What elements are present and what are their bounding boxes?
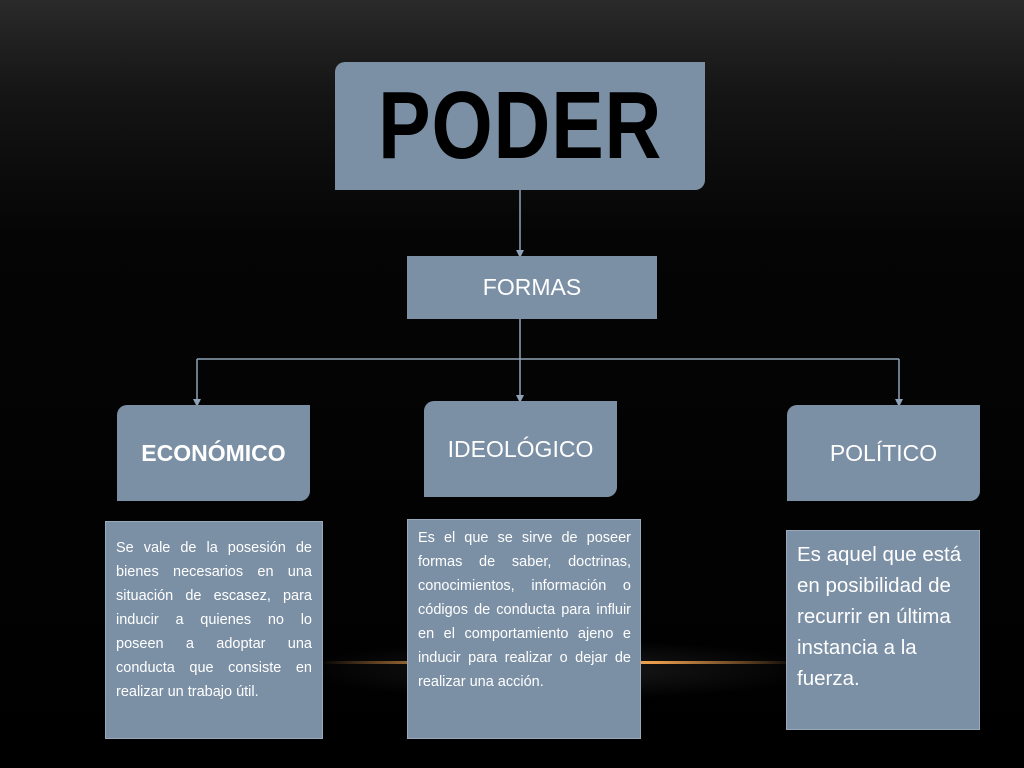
node-ideologico-label: IDEOLÓGICO	[447, 435, 594, 462]
node-formas: FORMAS	[407, 256, 657, 319]
node-economico: ECONÓMICO	[117, 405, 310, 501]
node-formas-label: FORMAS	[482, 274, 582, 300]
description-economico-text: Se vale de la posesión de bienes necesar…	[116, 540, 312, 700]
node-politico-label: POLÍTICO	[829, 439, 938, 466]
description-ideologico-text: Es el que se sirve de poseer formas de s…	[418, 530, 631, 690]
node-economico-label: ECONÓMICO	[141, 439, 286, 466]
description-ideologico: Es el que se sirve de poseer formas de s…	[407, 519, 641, 739]
description-economico: Se vale de la posesión de bienes necesar…	[105, 521, 323, 739]
node-ideologico: IDEOLÓGICO	[424, 401, 617, 497]
description-politico: Es aquel que está en posibilidad de recu…	[786, 530, 980, 730]
node-politico: POLÍTICO	[787, 405, 980, 501]
description-politico-text: Es aquel que está en posibilidad de recu…	[797, 543, 962, 690]
node-poder: PODER	[335, 62, 705, 190]
node-poder-label: PODER	[377, 72, 663, 179]
